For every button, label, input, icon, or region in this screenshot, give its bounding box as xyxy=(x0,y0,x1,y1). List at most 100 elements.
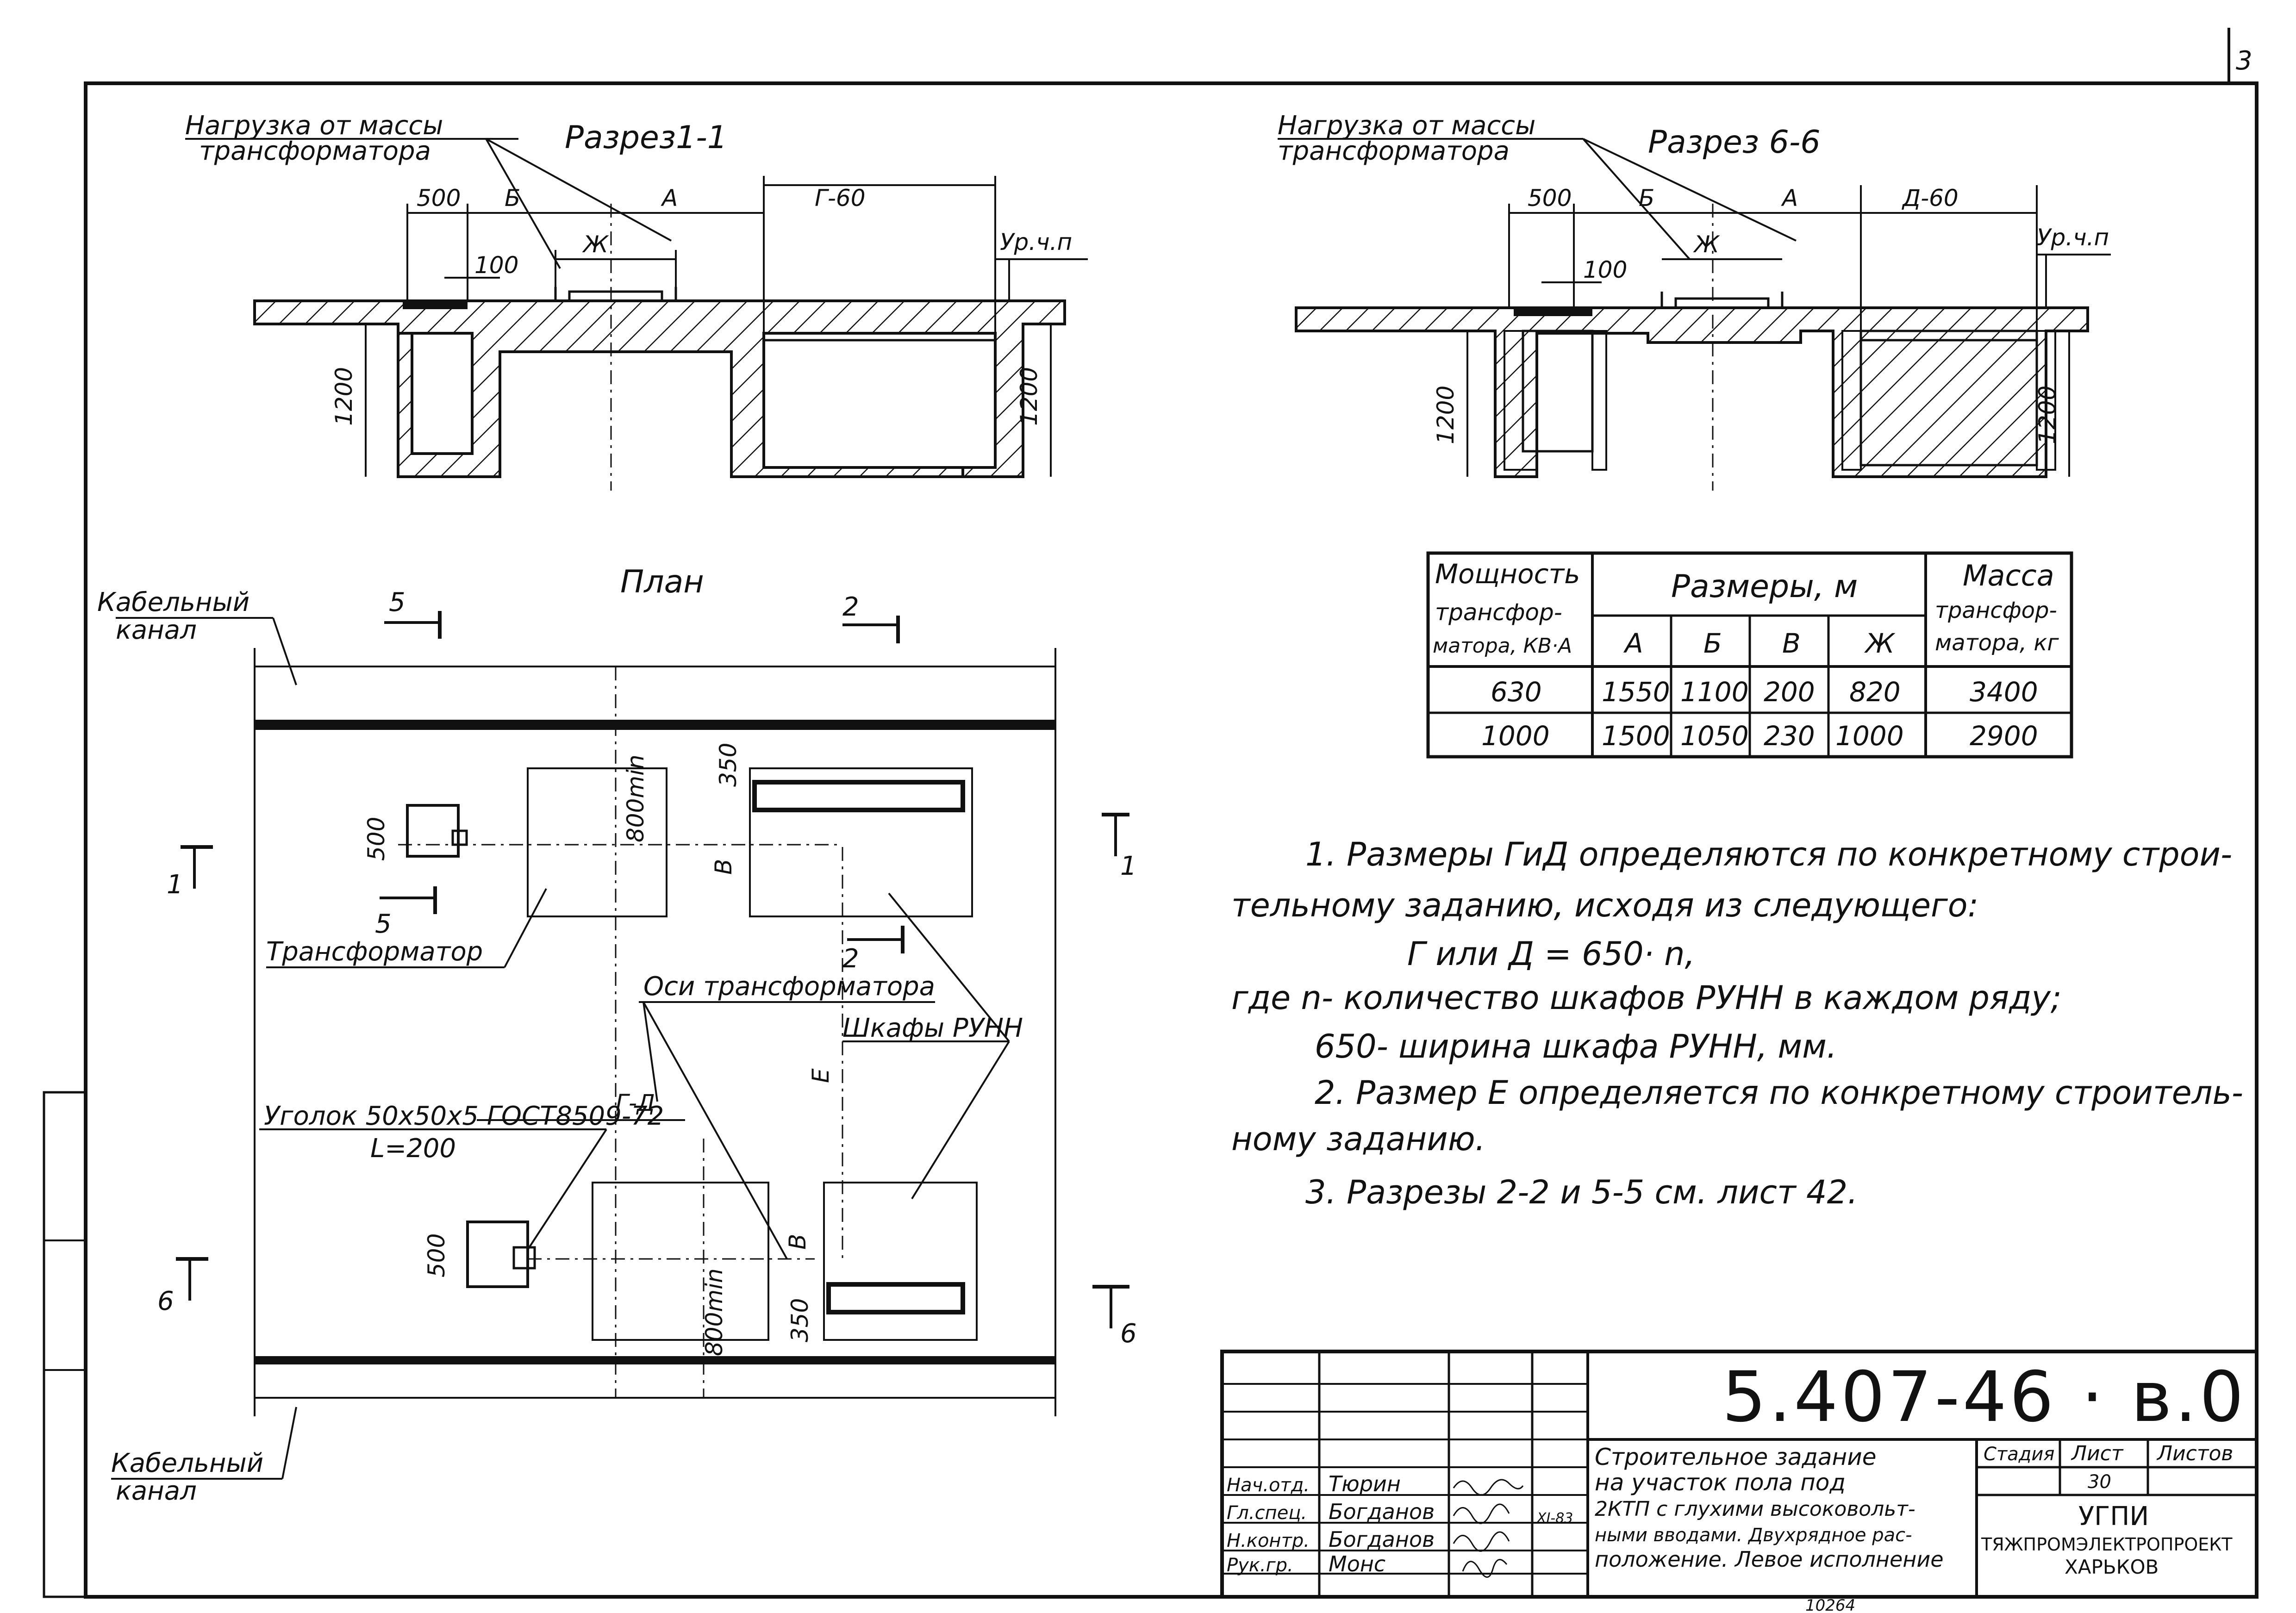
section-6-dim-a: А xyxy=(1781,185,1798,212)
table-row1-power: 630 xyxy=(1491,676,1542,708)
note-2-line-2: ному заданию. xyxy=(1231,1120,1485,1158)
dimensions-table: Мощность трансфор- матора, КВ·А Размеры,… xyxy=(1426,551,2073,759)
table-row1-zh: 820 xyxy=(1849,676,1901,708)
plan-angle-top xyxy=(406,804,460,858)
plan-label-angle-length: L=200 xyxy=(370,1133,456,1164)
table-row2-mass: 2900 xyxy=(1970,720,2038,752)
section-1-load-label: Нагрузка от массы xyxy=(185,111,443,141)
table-header-zh: Ж xyxy=(1864,628,1896,659)
section-6-dim-b: Б xyxy=(1639,185,1654,212)
title-block: 5.407-46 · в.0 Строительное задание на у… xyxy=(1220,1350,2259,1613)
stamp-col-stage: Стадия xyxy=(1984,1444,2054,1465)
sheet-corner-number: 3 xyxy=(2236,46,2252,76)
plan-cut-6-left: 6 xyxy=(157,1286,174,1316)
section-1-title: Разрез1-1 xyxy=(565,119,727,156)
note-1-line-4: где n- количество шкафов РУНН в каждом р… xyxy=(1231,979,2062,1017)
plan-dim-gd: Г-Д xyxy=(616,1090,655,1116)
plan-cable-channel-bottom-edge xyxy=(255,1356,1055,1364)
stamp-title-1: Строительное задание xyxy=(1595,1444,1877,1470)
note-1-line-3: Г или Д = 650· n, xyxy=(1407,935,1695,973)
section-6-dim-zh: Ж xyxy=(1693,231,1720,258)
signature-3 xyxy=(1453,1531,1510,1552)
plan-cable-channel-bottom-2: канал xyxy=(116,1476,197,1506)
table-row1-b: 1100 xyxy=(1680,676,1749,708)
section-1-pit-left xyxy=(411,332,474,455)
table-header-b: Б xyxy=(1703,628,1722,659)
section-1-dim-b: Б xyxy=(505,185,520,212)
stamp-bottom-number: 10264 xyxy=(1805,1596,1855,1613)
plan-cable-channel-top-edge xyxy=(255,720,1055,730)
section-6-load-label: Нагрузка от массы xyxy=(1278,111,1535,141)
note-1-line-2: тельному заданию, исходя из следующего: xyxy=(1231,886,1978,924)
section-6-transformer-base xyxy=(1674,297,1770,309)
table-row2-b: 1050 xyxy=(1680,720,1749,752)
section-1-dim-500: 500 xyxy=(417,185,461,212)
table-header-mass-2: трансфор- xyxy=(1935,598,2057,623)
section-1-dim-g60: Г-60 xyxy=(815,185,866,212)
table-row2-v: 230 xyxy=(1764,720,1815,752)
table-row1-v: 200 xyxy=(1764,676,1815,708)
plan-cable-channel-top: Кабельный xyxy=(97,587,250,617)
stamp-name-4: Монс xyxy=(1329,1551,1385,1576)
plan-cut-5-mid: 5 xyxy=(375,909,392,939)
section-6-angle xyxy=(1514,308,1592,316)
section-6-6: Разрез 6-6 Нагрузка от массы трансформат… xyxy=(1278,111,2111,491)
section-1-dim-a: А xyxy=(661,185,678,212)
table-row2-zh: 1000 xyxy=(1835,720,1904,752)
section-6-dim-1200-left: 1200 xyxy=(1432,386,1459,444)
note-1-line-5: 650- ширина шкафа РУНН, мм. xyxy=(1315,1028,1837,1065)
table-row1-a: 1550 xyxy=(1602,676,1670,708)
note-1-line-1: 1. Размеры ГиД определяются по конкретно… xyxy=(1305,835,2232,873)
stamp-org-3: ХАРЬКОВ xyxy=(2065,1556,2159,1578)
stamp-org-1: УГПИ xyxy=(2078,1501,2149,1532)
plan-cable-channel-top-2: канал xyxy=(116,615,197,645)
section-6-dim-1200-right: 1200 xyxy=(2034,386,2061,444)
plan-cut-2-top: 2 xyxy=(842,592,859,622)
stamp-role-4: Рук.гр. xyxy=(1227,1555,1293,1576)
sheet-frame: 3 xyxy=(43,28,2259,1599)
plan-cut-6-right: 6 xyxy=(1120,1319,1137,1349)
section-6-title: Разрез 6-6 xyxy=(1648,124,1821,161)
note-3-line-1: 3. Разрезы 2-2 и 5-5 см. лист 42. xyxy=(1305,1173,1858,1211)
signature-2 xyxy=(1453,1503,1510,1524)
section-1-dim-1200-left: 1200 xyxy=(331,367,357,426)
plan-label-angle: Уголок 50x50x5 ГОСТ8509-72 xyxy=(264,1101,664,1131)
section-6-dim-500: 500 xyxy=(1528,185,1572,212)
plan-cut-2-mid: 2 xyxy=(842,944,859,974)
plan-dim-800-bottom: 800min xyxy=(701,1268,728,1356)
plan-angle-bottom xyxy=(466,1221,529,1288)
stamp-name-3: Богданов xyxy=(1329,1527,1435,1552)
plan-dim-350-top: 350 xyxy=(715,743,742,787)
plan-cable-channel-bottom: Кабельный xyxy=(111,1448,263,1478)
stamp-org-2: ТЯЖПРОМЭЛЕКТРОПРОЕКТ xyxy=(1981,1534,2233,1555)
drawing-code: 5.407-46 · в.0 xyxy=(1722,1357,2246,1438)
plan-transformer-bottom xyxy=(592,1182,769,1341)
table-header-v: В xyxy=(1782,628,1801,659)
plan-dim-v-bottom: В xyxy=(784,1234,811,1250)
table-row2-a: 1500 xyxy=(1602,720,1670,752)
section-1-floor-level: Ур.ч.п xyxy=(1000,229,1072,255)
plan-view: План Кабельный канал 5 2 xyxy=(97,564,1137,1506)
stamp-name-1: Тюрин xyxy=(1329,1471,1401,1496)
plan-cut-5-top: 5 xyxy=(389,587,406,617)
table-header-power: Мощность xyxy=(1435,558,1580,590)
section-6-slab xyxy=(1295,306,2089,478)
table-header-a: А xyxy=(1623,628,1643,659)
plan-cabinet-bottom xyxy=(826,1282,965,1314)
section-6-load-label-2: трансформатора xyxy=(1278,136,1510,166)
stamp-date: XI-83 xyxy=(1536,1510,1573,1526)
plan-dim-v-top: В xyxy=(710,859,737,875)
plan-transformer-top xyxy=(527,767,668,917)
stamp-role-1: Нач.отд. xyxy=(1227,1475,1310,1496)
stamp-col-sheets: Листов xyxy=(2156,1442,2233,1465)
plan-label-cabinets: Шкафы РУНН xyxy=(842,1013,1023,1043)
plan-dim-350-bottom: 350 xyxy=(786,1298,813,1342)
table-row2-power: 1000 xyxy=(1481,720,1550,752)
section-1-dim-zh: Ж xyxy=(582,231,609,258)
notes: 1. Размеры ГиД определяются по конкретно… xyxy=(1231,835,2243,1211)
note-2-line-1: 2. Размер Е определяется по конкретному … xyxy=(1315,1074,2243,1112)
stamp-col-sheet: Лист xyxy=(2071,1442,2124,1465)
plan-dim-500-bottom: 500 xyxy=(423,1233,450,1277)
section-1-load-label-2: трансформатора xyxy=(199,136,431,166)
